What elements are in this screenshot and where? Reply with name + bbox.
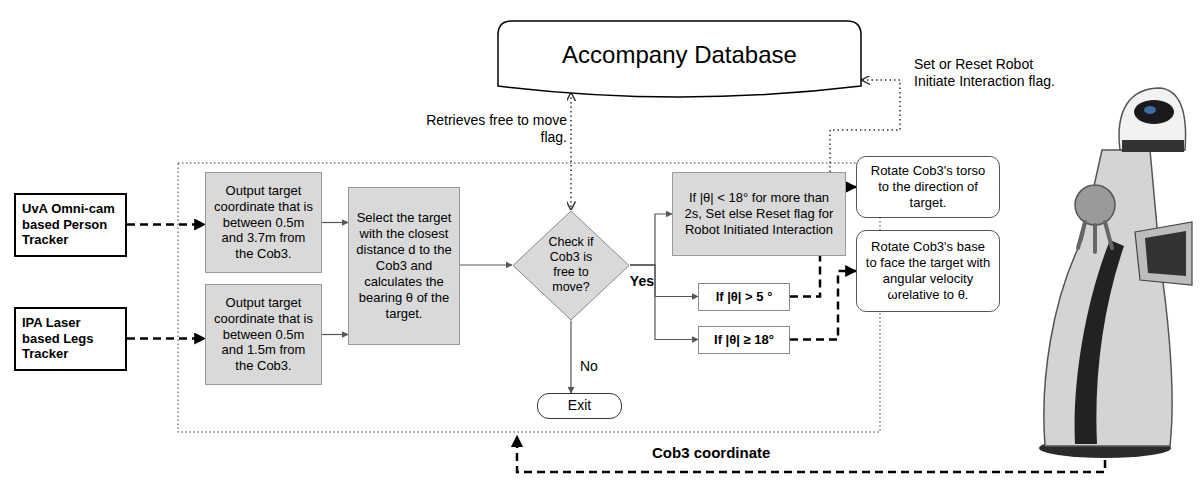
node-text: Output target coordinate that is between… <box>212 183 315 262</box>
edge-label: Retrieves free to move flag. <box>420 112 569 146</box>
node-text: Output target coordinate that is between… <box>212 295 315 374</box>
source-box: IPA Laser based Legs Tracker <box>14 307 127 371</box>
source-box: UvA Omni-cam based Person Tracker <box>14 193 127 257</box>
connector <box>127 223 205 226</box>
edge-label: Yes <box>612 273 656 290</box>
condition-box: If |θ| > 5 ° <box>698 283 790 311</box>
robot-arm-joint <box>1075 185 1115 225</box>
robot-visor <box>1134 100 1174 124</box>
node-text: If |θ| ≥ 18° <box>714 332 774 348</box>
diamond-shape <box>513 211 629 320</box>
node-text: Check if Cob3 is free to move? <box>538 235 604 296</box>
robot-front-stripe <box>1075 240 1124 444</box>
node-text: Select the target with the closest dista… <box>355 210 453 321</box>
robot-body <box>1044 150 1172 446</box>
robot-neck <box>1122 140 1184 152</box>
action-box: Rotate Cob3's torso to the direction of … <box>856 156 1000 218</box>
node-text: Rotate Cob3's base to face the target wi… <box>864 239 992 302</box>
node-text: If |θ| > 5 ° <box>716 289 773 305</box>
robot-screen <box>1145 231 1186 276</box>
feedback-arrow <box>517 436 1105 472</box>
process-box: If |θ| < 18° for more than 2s, Set else … <box>672 172 846 256</box>
process-box: Select the target with the closest dista… <box>348 187 460 345</box>
robot-illustration <box>1039 88 1192 458</box>
system-boundary <box>178 163 880 432</box>
condition-box: If |θ| ≥ 18° <box>698 326 790 354</box>
process-box: Output target coordinate that is between… <box>205 172 322 273</box>
node-text: Exit <box>568 397 591 414</box>
decision-diamond: Check if Cob3 is free to move? <box>512 210 630 321</box>
connector <box>570 321 571 394</box>
connector <box>322 334 348 335</box>
terminal-pill: Exit <box>537 393 622 419</box>
node-text: If |θ| < 18° for more than 2s, Set else … <box>679 190 839 238</box>
robot-gripper <box>1078 222 1112 252</box>
node-text: Rotate Cob3's torso to the direction of … <box>864 163 992 211</box>
annotation-label: Cob3 coordinate <box>650 444 772 462</box>
robot-tray <box>1135 222 1192 285</box>
robot-camera <box>1144 106 1156 114</box>
connector <box>322 222 348 223</box>
connector <box>570 93 572 209</box>
database-cylinder: Accompany Database <box>497 20 862 100</box>
connector <box>127 337 205 340</box>
connector <box>630 214 672 265</box>
node-text: UvA Omni-cam based Person Tracker <box>22 201 119 249</box>
node-text: IPA Laser based Legs Tracker <box>22 315 119 363</box>
node-text: Accompany Database <box>562 40 797 69</box>
action-box: Rotate Cob3's base to face the target wi… <box>856 230 1000 312</box>
connector <box>460 264 512 265</box>
process-box: Output target coordinate that is between… <box>205 284 322 385</box>
connector <box>790 271 856 340</box>
database-shape <box>498 21 861 97</box>
edge-label: No <box>578 358 612 375</box>
edge-label: Set or Reset Robot Initiate Interaction … <box>912 56 1066 90</box>
